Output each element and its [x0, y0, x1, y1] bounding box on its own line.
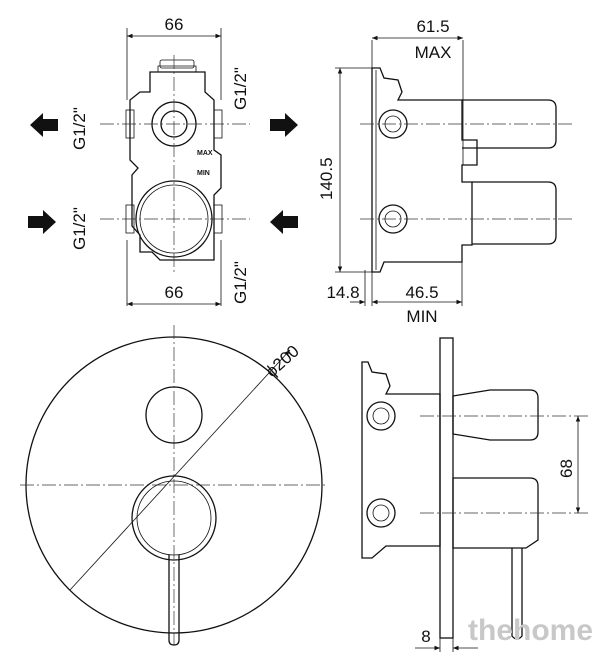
outlet-arrow-right-icon [270, 113, 298, 137]
installed-port-bottom [366, 498, 396, 528]
lever-handle [168, 555, 180, 646]
lower-spindle [472, 181, 557, 245]
offset-label: 14.8 [326, 283, 359, 302]
outlet-arrow-left-icon [30, 113, 58, 137]
installed-port-bottom-inner [372, 504, 390, 522]
min-depth-label: MIN [406, 307, 437, 326]
max-depth-label: MAX [415, 43, 452, 62]
installed-port-top [366, 401, 396, 431]
left-boss-bottom [125, 204, 135, 234]
lever-hub-inner [136, 480, 212, 556]
inlet-arrow-left-icon [28, 210, 56, 234]
max-mark: MAX [197, 150, 213, 157]
thread-label-bottom-right: G1/2" [231, 261, 250, 304]
diameter-leader [69, 349, 291, 591]
top-cap [157, 65, 197, 72]
diverter-knob-profile [452, 389, 539, 441]
height-label: 140.5 [317, 157, 336, 200]
installed-port-top-inner [372, 407, 390, 425]
installed-side-view: 68 8 [361, 337, 590, 652]
right-boss-top [213, 109, 223, 139]
bottom-width-label: 66 [165, 283, 184, 302]
max-depth-value: 61.5 [416, 17, 449, 36]
right-boss-bottom [213, 204, 223, 234]
front-view: 66 66 MAX MIN G1/2" G1/2" G1 [28, 15, 298, 307]
lever-body-profile [452, 477, 539, 549]
thread-label-top-right: G1/2" [231, 67, 250, 110]
thread-label-left-bottom: G1/2" [70, 207, 89, 250]
watermark: thehome [468, 614, 593, 647]
left-boss-top [125, 109, 135, 139]
top-width-label: 66 [165, 15, 184, 34]
valve-body-outline [129, 71, 222, 261]
lever-handle-profile [511, 548, 523, 640]
thickness-label: 8 [421, 627, 430, 646]
inlet-arrow-right-icon [270, 210, 298, 234]
min-depth-value: 46.5 [405, 283, 438, 302]
upper-spindle [462, 99, 557, 149]
diverter-knob [145, 386, 203, 444]
side-view: 61.5 MAX 140.5 14.8 46.5 MIN [317, 17, 575, 326]
cover-plate-profile [439, 337, 454, 639]
min-mark: MIN [197, 170, 210, 177]
diameter-label: ϕ200 [262, 341, 303, 380]
installed-body-outline [361, 361, 441, 559]
spacing-label: 68 [557, 459, 576, 478]
plate-view: ϕ200 [20, 325, 328, 646]
thread-label-left-top: G1/2" [70, 107, 89, 150]
side-body-outline [371, 67, 478, 273]
top-nut [159, 59, 195, 69]
